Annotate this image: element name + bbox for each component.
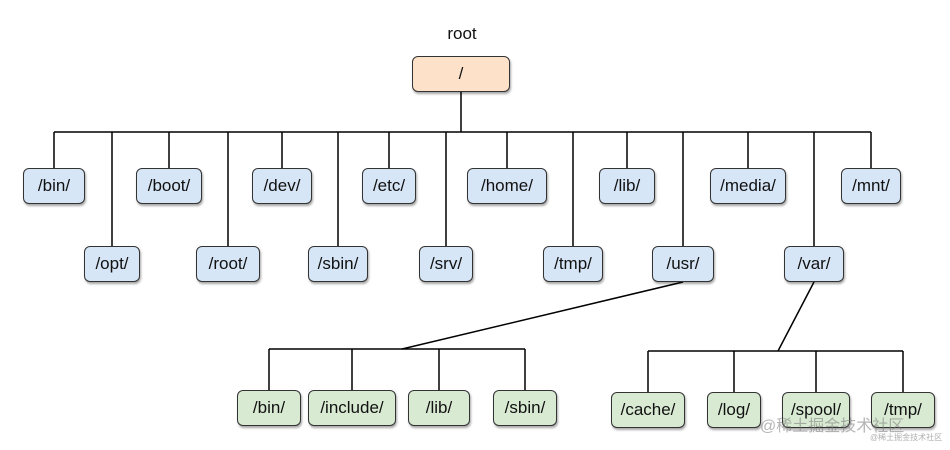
usr-child-0: /bin/ — [237, 390, 301, 426]
dir-node-2: /boot/ — [136, 168, 202, 204]
watermark: @稀土掘金技术社区 — [760, 418, 905, 435]
usr-link — [401, 281, 684, 350]
dir-node-6: /etc/ — [362, 168, 416, 204]
var-child-0: /cache/ — [611, 392, 685, 428]
var-child-1: /log/ — [707, 392, 761, 428]
dir-node-10: /lib/ — [599, 168, 655, 204]
var-child-2: /spool/ — [782, 392, 850, 428]
var-child-3: /tmp/ — [871, 392, 935, 428]
dir-node-12: /media/ — [710, 168, 786, 204]
dir-node-11: /usr/ — [652, 246, 714, 282]
dir-node-0: /bin/ — [23, 168, 85, 204]
usr-child-1: /include/ — [308, 390, 396, 426]
var-link — [777, 281, 815, 352]
dir-node-7: /srv/ — [419, 246, 473, 282]
watermark-sub: @稀土掘金技术社区 — [870, 433, 943, 442]
dir-node-14: /mnt/ — [841, 168, 901, 204]
usr-child-3: /sbin/ — [493, 390, 557, 426]
root-caption: root — [447, 24, 477, 43]
dir-node-8: /home/ — [467, 168, 547, 204]
dir-node-5: /sbin/ — [308, 246, 368, 282]
dir-node-9: /tmp/ — [543, 246, 603, 282]
dir-node-1: /opt/ — [84, 246, 140, 282]
usr-child-2: /lib/ — [408, 390, 470, 426]
dir-node-4: /dev/ — [252, 168, 312, 204]
dir-node-3: /root/ — [196, 246, 260, 282]
dir-node-13: /var/ — [784, 246, 844, 282]
root-node: / — [412, 56, 510, 92]
